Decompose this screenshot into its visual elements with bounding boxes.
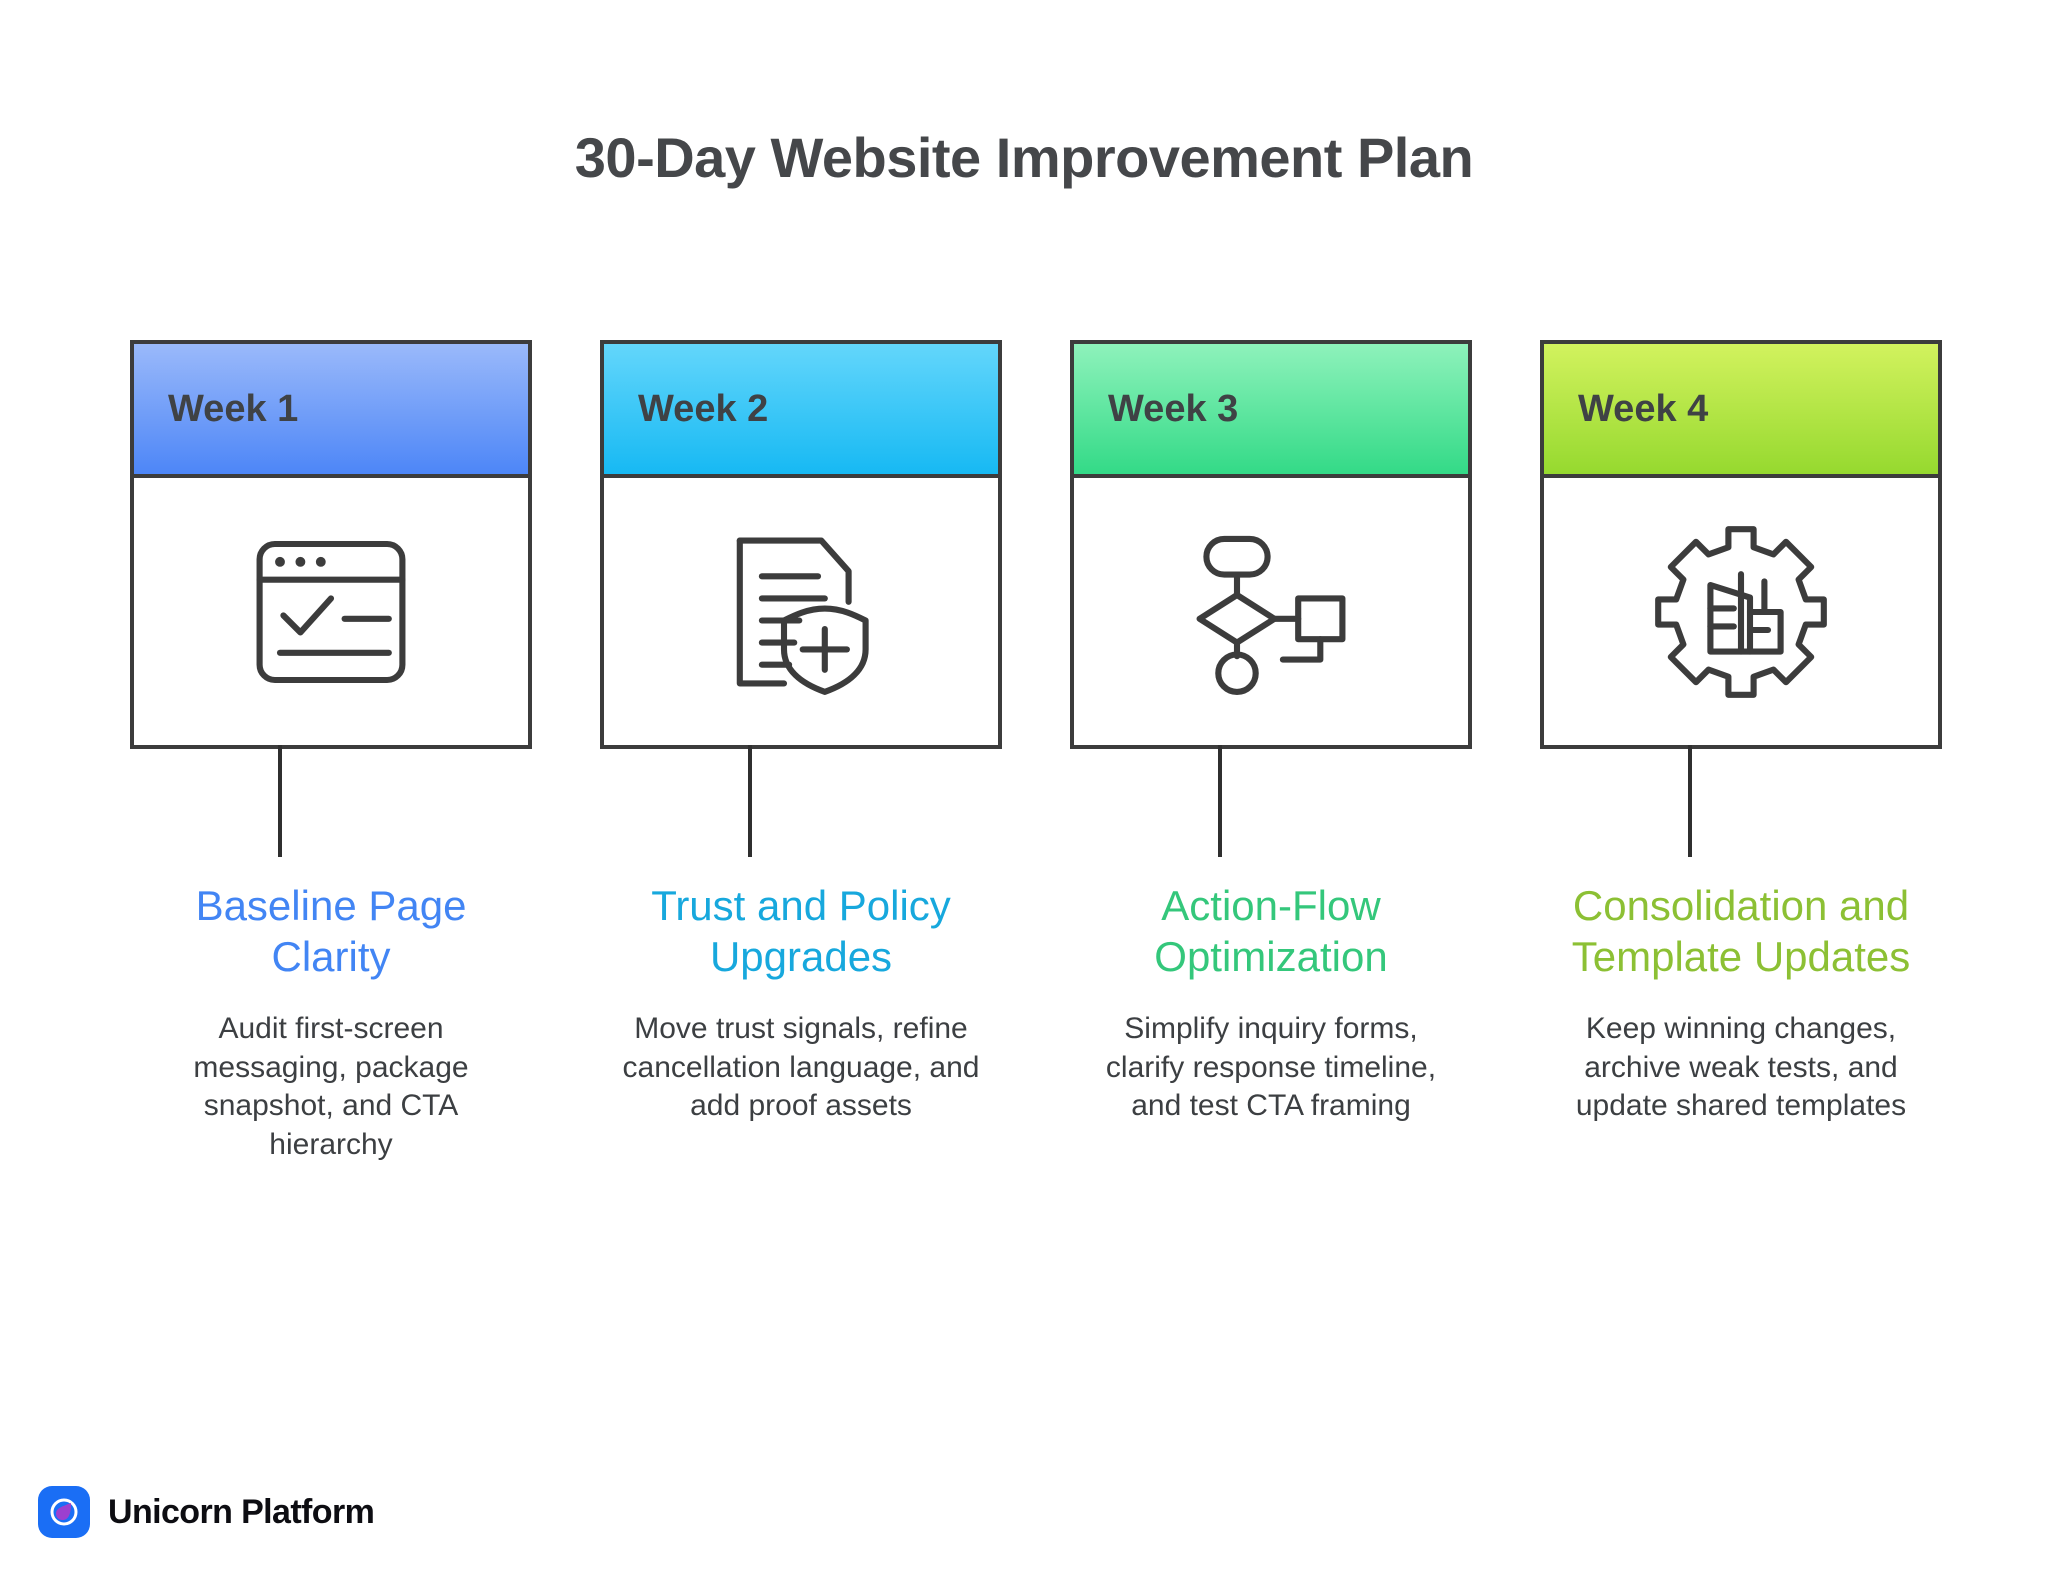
week-description-4: Keep winning changes, archive weak tests… <box>1575 1012 1907 1123</box>
week-description-2: Move trust signals, refine cancellation … <box>622 1012 980 1123</box>
week-card-2[interactable]: Week 2 <box>600 340 1002 749</box>
week-card-icon-area-4 <box>1544 478 1938 745</box>
week-heading-3: Action-Flow Optimization <box>1154 882 1388 981</box>
week-text-4: Consolidation and Template Updates Keep … <box>1540 880 1942 1126</box>
week-badge-label: Week 4 <box>1578 387 1709 430</box>
week-badge-label: Week 3 <box>1108 387 1239 430</box>
week-badge-label: Week 1 <box>168 387 299 430</box>
week-card-header-4: Week 4 <box>1544 344 1938 478</box>
week-badge-label: Week 2 <box>638 387 769 430</box>
brand-name: Unicorn Platform <box>108 1492 375 1531</box>
browser-window-check-icon <box>246 527 416 697</box>
week-card-icon-area-2 <box>604 478 998 745</box>
week-heading-2: Trust and Policy Upgrades <box>651 882 951 981</box>
week-column-4: Week 4 <box>1540 340 1942 1122</box>
week-card-1[interactable]: Week 1 <box>130 340 532 749</box>
week-heading-1: Baseline Page Clarity <box>195 882 467 981</box>
week-card-header-2: Week 2 <box>604 344 998 478</box>
week-description-1: Audit first-screen messaging, package sn… <box>193 1012 469 1161</box>
connector-line-1 <box>278 745 282 857</box>
gear-factory-icon <box>1651 522 1831 702</box>
week-text-2: Trust and Policy Upgrades Move trust sig… <box>600 880 1002 1126</box>
connector-line-2 <box>748 745 752 857</box>
connector-line-4 <box>1688 745 1692 857</box>
week-card-4[interactable]: Week 4 <box>1540 340 1942 749</box>
week-card-icon-area-1 <box>134 478 528 745</box>
connector-line-3 <box>1218 745 1222 857</box>
week-card-header-3: Week 3 <box>1074 344 1468 478</box>
week-description-3: Simplify inquiry forms, clarify response… <box>1105 1012 1437 1123</box>
week-columns: Week 1 Baselin <box>130 340 1942 1440</box>
week-column-3: Week 3 Action- <box>1070 340 1472 1122</box>
week-card-header-1: Week 1 <box>134 344 528 478</box>
week-column-2: Week 2 <box>600 340 1002 1122</box>
week-heading-4: Consolidation and Template Updates <box>1571 882 1911 981</box>
week-card-3[interactable]: Week 3 <box>1070 340 1472 749</box>
document-shield-plus-icon <box>716 527 886 697</box>
flowchart-icon <box>1186 527 1356 697</box>
page-title: 30-Day Website Improvement Plan <box>574 126 1474 189</box>
week-text-1: Baseline Page Clarity Audit first-screen… <box>130 880 532 1164</box>
week-column-1: Week 1 Baselin <box>130 340 532 1161</box>
week-card-icon-area-3 <box>1074 478 1468 745</box>
unicorn-platform-logo-icon <box>38 1486 90 1538</box>
footer-brand: Unicorn Platform <box>38 1486 375 1538</box>
week-text-3: Action-Flow Optimization Simplify inquir… <box>1070 880 1472 1126</box>
